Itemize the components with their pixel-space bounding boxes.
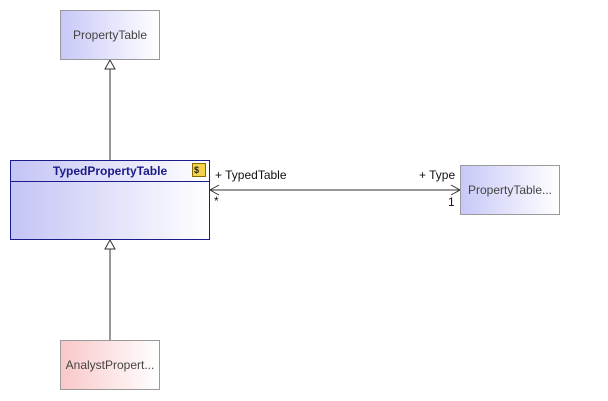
- target-multiplicity-label: 1: [448, 195, 455, 209]
- target-role-label: + Type: [419, 168, 456, 182]
- class-header: TypedPropertyTable $: [11, 161, 209, 182]
- source-multiplicity-label: *: [214, 194, 219, 208]
- class-name: TypedPropertyTable: [52, 164, 168, 178]
- class-property-table-type[interactable]: PropertyTable...: [460, 165, 560, 215]
- class-typed-property-table[interactable]: TypedPropertyTable $: [10, 160, 210, 240]
- stereotype-icon: $: [192, 163, 206, 177]
- source-role-label: + TypedTable: [215, 168, 287, 182]
- class-name: AnalystPropert...: [65, 358, 155, 372]
- generalization-arrowhead-top: [104, 58, 116, 70]
- class-name: PropertyTable...: [467, 183, 553, 197]
- class-property-table[interactable]: PropertyTable: [60, 10, 160, 60]
- class-name: PropertyTable: [72, 28, 148, 42]
- association-arrow-left: [208, 184, 220, 196]
- generalization-arrowhead-bottom: [104, 238, 116, 250]
- class-analyst-property[interactable]: AnalystPropert...: [60, 340, 160, 390]
